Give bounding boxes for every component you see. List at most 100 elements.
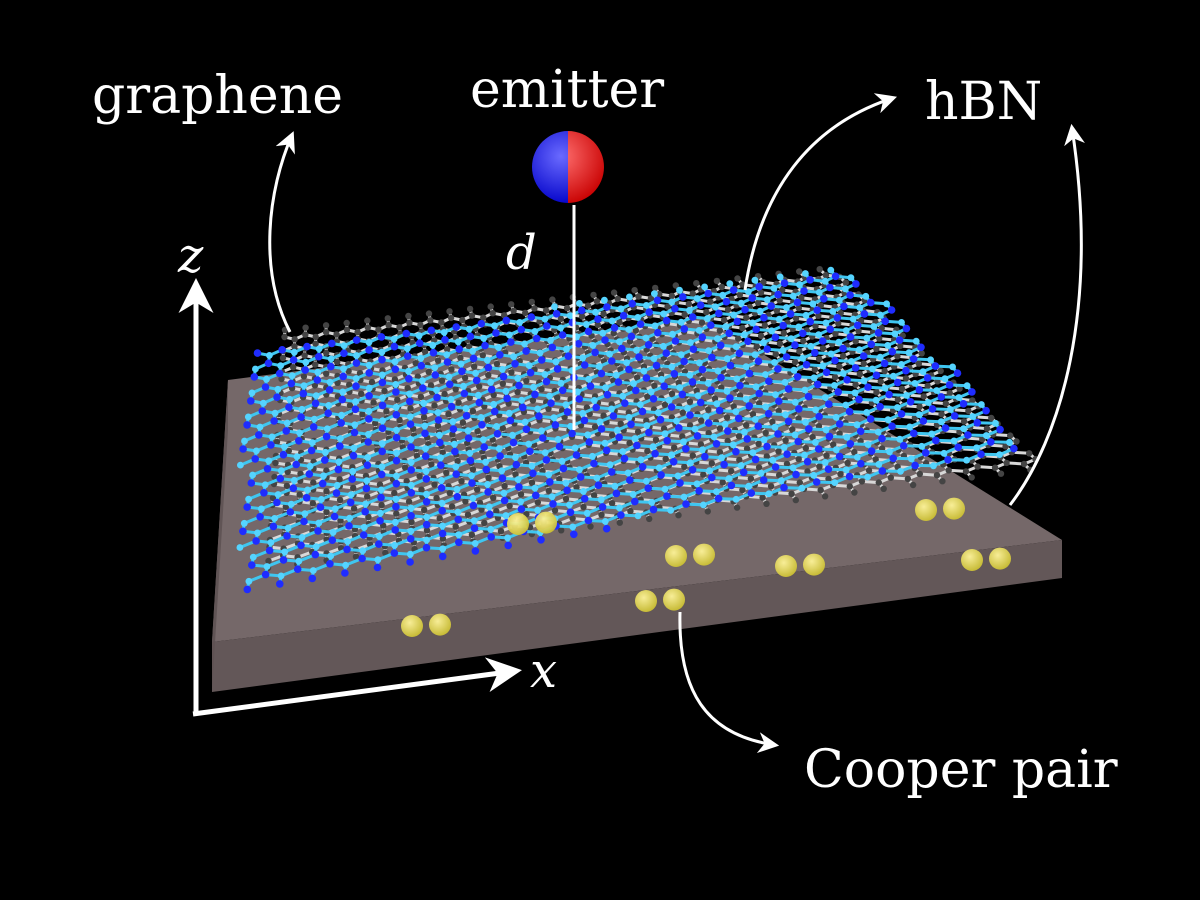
hbn-atom <box>784 385 793 393</box>
hbn-atom <box>722 323 730 331</box>
graphene-atom <box>493 508 500 515</box>
graphene-atom <box>632 327 639 334</box>
graphene-atom <box>652 436 660 443</box>
hbn-atom <box>378 401 387 410</box>
graphene-atom <box>285 447 292 455</box>
hbn-atom <box>449 425 458 433</box>
graphene-atom <box>804 468 811 475</box>
hbn-atom <box>726 280 734 287</box>
hbn-atom <box>531 390 539 399</box>
graphene-atom <box>881 367 888 375</box>
hbn-atom <box>820 295 828 303</box>
graphene-atom <box>769 418 776 426</box>
hbn-atom <box>436 431 443 439</box>
graphene-atom <box>600 412 607 419</box>
graphene-atom <box>522 309 529 317</box>
hbn-atom <box>862 292 870 300</box>
hbn-atom <box>723 387 731 395</box>
graphene-atom <box>946 389 953 397</box>
hbn-atom <box>537 356 546 364</box>
hbn-atom <box>676 286 683 294</box>
hbn-atom <box>729 286 738 294</box>
graphene-atom <box>434 422 442 429</box>
hbn-atom <box>671 304 679 313</box>
hbn-atom <box>515 381 523 390</box>
hbn-atom <box>415 332 423 340</box>
graphene-atom <box>364 493 371 500</box>
graphene-atom <box>457 354 464 362</box>
graphene-atom <box>480 314 487 321</box>
hbn-atom <box>760 339 767 346</box>
graphene-atom <box>359 411 366 418</box>
hbn-atom <box>311 415 318 423</box>
hbn-atom <box>526 368 535 377</box>
hbn-atom <box>324 409 333 418</box>
hbn-atom <box>293 453 301 460</box>
graphene-atom <box>408 518 415 526</box>
hbn-atom <box>393 426 400 434</box>
graphene-atom <box>302 324 309 331</box>
hbn-atom <box>888 347 897 356</box>
graphene-atom <box>365 513 372 521</box>
hbn-atom <box>796 281 803 289</box>
hbn-atom <box>287 379 296 388</box>
hbn-atom <box>744 288 752 295</box>
graphene-atom <box>358 390 365 397</box>
hbn-atom <box>514 374 522 382</box>
graphene-atom <box>370 399 377 406</box>
hbn-atom <box>365 369 374 377</box>
graphene-atom <box>795 455 802 463</box>
hbn-atom <box>628 299 636 308</box>
hbn-atom <box>612 371 620 379</box>
graphene-atom <box>474 428 481 435</box>
graphene-atom <box>393 510 400 517</box>
hbn-atom <box>726 361 735 370</box>
graphene-atom <box>644 447 651 455</box>
hbn-atom <box>902 324 911 333</box>
graphene-atom <box>499 424 506 432</box>
hbn-atom <box>595 363 603 370</box>
hbn-atom <box>669 330 676 338</box>
graphene-atom <box>323 349 330 357</box>
hbn-atom <box>311 399 320 408</box>
hbn-atom <box>546 392 553 400</box>
hbn-atom <box>714 335 721 342</box>
hbn-atom <box>516 319 524 326</box>
graphene-atom <box>290 364 297 371</box>
hbn-atom <box>495 344 502 351</box>
hbn-atom <box>558 386 567 395</box>
hbn-atom <box>608 405 615 413</box>
graphene-atom <box>405 498 413 505</box>
hbn-atom <box>547 336 554 344</box>
hbn-atom <box>445 380 454 389</box>
hbn-atom <box>755 389 763 398</box>
graphene-atom <box>763 453 770 460</box>
graphene-atom <box>438 377 446 384</box>
graphene-atom <box>626 439 633 447</box>
hbn-atom <box>574 388 581 396</box>
hbn-atom <box>507 338 515 346</box>
hbn-atom <box>676 384 684 391</box>
hbn-atom <box>434 409 442 416</box>
graphene-atom <box>724 306 732 313</box>
hbn-atom <box>853 321 862 330</box>
graphene-atom <box>446 489 453 497</box>
hbn-atom <box>802 270 809 277</box>
hbn-atom <box>312 392 320 399</box>
hbn-atom <box>608 357 616 365</box>
hbn-atom <box>469 354 478 363</box>
hbn-atom <box>748 294 756 302</box>
hbn-atom <box>530 383 537 391</box>
hbn-atom <box>522 347 530 355</box>
hbn-atom <box>694 392 702 399</box>
graphene-atom <box>877 378 884 385</box>
graphene-atom <box>608 500 616 507</box>
hbn-atom <box>429 341 437 349</box>
graphene-atom <box>468 531 476 539</box>
hbn-atom <box>800 287 808 295</box>
graphene-atom <box>284 468 291 476</box>
graphene-atom <box>894 353 901 360</box>
graphene-atom <box>312 333 319 341</box>
graphene-atom <box>334 358 341 366</box>
hbn-atom <box>455 345 464 353</box>
